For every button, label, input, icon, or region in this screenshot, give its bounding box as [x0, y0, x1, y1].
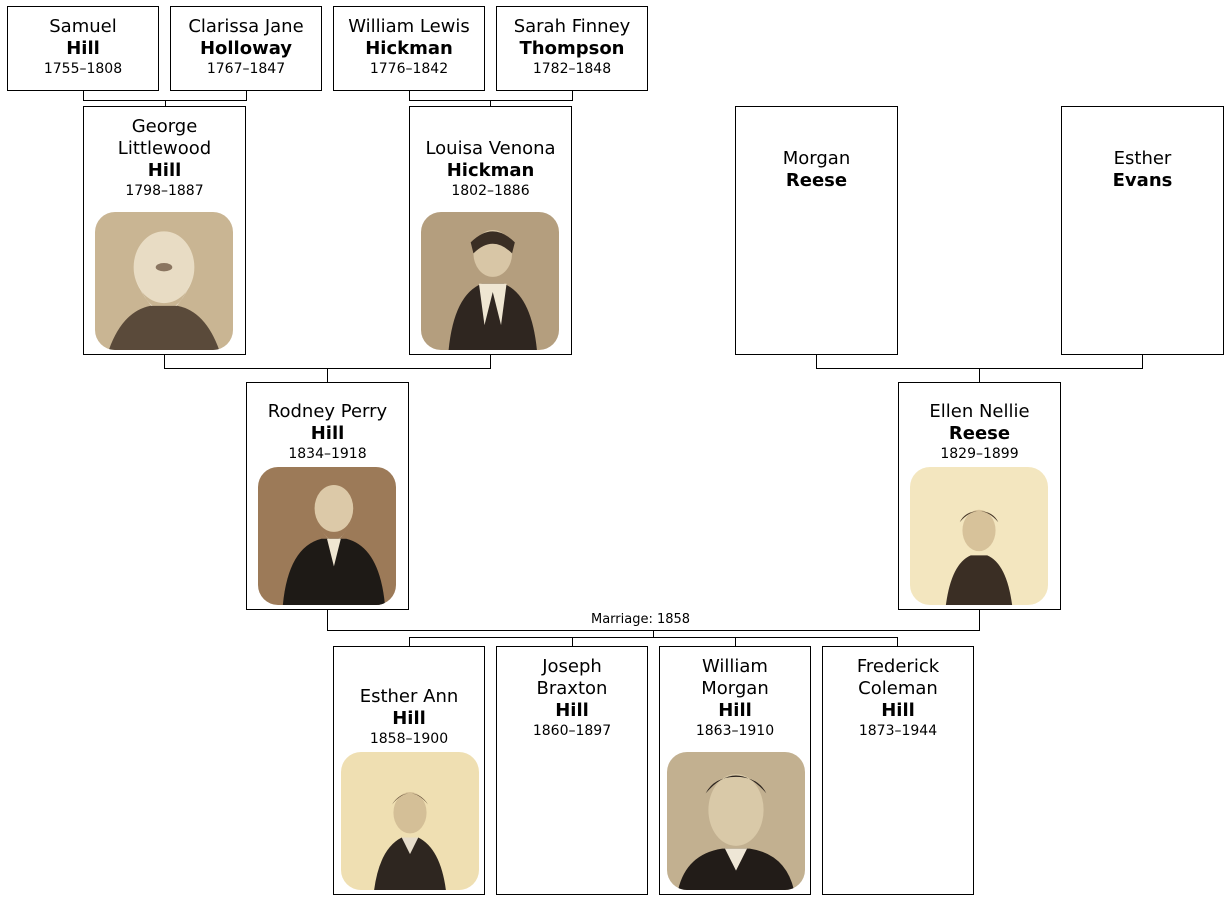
person-card-frederick-hill[interactable]: Frederick Coleman Hill 1873–1944 — [822, 646, 974, 895]
life-dates: 1782–1848 — [532, 61, 612, 77]
given-name: Esther Ann — [359, 686, 459, 707]
given-name-first: William — [702, 656, 768, 677]
given-name: Samuel — [49, 16, 117, 37]
life-dates: 1829–1899 — [940, 446, 1019, 462]
person-card-louisa-hickman[interactable]: Louisa Venona Hickman 1802–1886 — [409, 106, 572, 355]
surname: Hill — [66, 38, 100, 59]
given-name: Morgan — [782, 148, 851, 169]
given-name-first: George — [131, 116, 198, 137]
person-card-samuel-hill[interactable]: Samuel Hill 1755–1808 — [7, 6, 159, 91]
life-dates: 1776–1842 — [369, 61, 449, 77]
given-name-middle: Coleman — [858, 678, 938, 699]
person-card-joseph-hill[interactable]: Joseph Braxton Hill 1860–1897 — [496, 646, 648, 895]
surname: Thompson — [519, 38, 625, 59]
portrait-photo — [421, 212, 559, 350]
life-dates: 1834–1918 — [288, 446, 367, 462]
surname: Hill — [555, 700, 589, 721]
surname: Holloway — [199, 38, 293, 59]
marriage-label: Marriage: 1858 — [591, 612, 691, 627]
person-card-william-morgan-hill[interactable]: William Morgan Hill 1863–1910 — [659, 646, 811, 895]
given-name-middle: Littlewood — [117, 138, 212, 159]
surname: Evans — [1112, 170, 1173, 191]
surname: Hill — [718, 700, 752, 721]
given-name: Rodney Perry — [267, 401, 388, 422]
person-card-clarissa-holloway[interactable]: Clarissa Jane Holloway 1767–1847 — [170, 6, 322, 91]
life-dates: 1755–1808 — [43, 61, 123, 77]
portrait-photo — [341, 752, 479, 890]
surname: Hill — [147, 160, 182, 181]
person-card-william-lewis-hickman[interactable]: William Lewis Hickman 1776–1842 — [333, 6, 485, 91]
given-name: William Lewis — [348, 16, 470, 37]
surname: Hickman — [365, 38, 453, 59]
portrait-photo — [910, 467, 1048, 605]
life-dates: 1767–1847 — [206, 61, 286, 77]
person-card-esther-evans[interactable]: Esther Evans — [1061, 106, 1224, 355]
life-dates: 1798–1887 — [125, 183, 204, 199]
person-card-sarah-thompson[interactable]: Sarah Finney Thompson 1782–1848 — [496, 6, 648, 91]
given-name-first: Frederick — [856, 656, 940, 677]
portrait-photo — [667, 752, 805, 890]
person-card-george-hill[interactable]: George Littlewood Hill 1798–1887 — [83, 106, 246, 355]
portrait-photo — [258, 467, 396, 605]
given-name: Esther — [1113, 148, 1172, 169]
given-name: Louisa Venona — [425, 138, 556, 159]
given-name: Sarah Finney — [513, 16, 631, 37]
life-dates: 1858–1900 — [369, 731, 449, 747]
surname: Hill — [392, 708, 426, 729]
portrait-photo — [95, 212, 233, 350]
given-name: Clarissa Jane — [188, 16, 304, 37]
person-card-morgan-reese[interactable]: Morgan Reese — [735, 106, 898, 355]
person-card-ellen-reese[interactable]: Ellen Nellie Reese 1829–1899 — [898, 382, 1061, 610]
life-dates: 1802–1886 — [451, 183, 530, 199]
life-dates: 1860–1897 — [532, 723, 612, 739]
life-dates: 1873–1944 — [858, 723, 938, 739]
surname: Reese — [948, 423, 1011, 444]
surname: Hickman — [446, 160, 535, 181]
surname: Hill — [881, 700, 915, 721]
life-dates: 1863–1910 — [695, 723, 775, 739]
given-name-middle: Braxton — [536, 678, 608, 699]
given-name-first: Joseph — [542, 656, 602, 677]
given-name-middle: Morgan — [701, 678, 769, 699]
given-name: Ellen Nellie — [929, 401, 1030, 422]
surname: Hill — [310, 423, 345, 444]
person-card-rodney-hill[interactable]: Rodney Perry Hill 1834–1918 — [246, 382, 409, 610]
surname: Reese — [785, 170, 848, 191]
person-card-esther-ann-hill[interactable]: Esther Ann Hill 1858–1900 — [333, 646, 485, 895]
